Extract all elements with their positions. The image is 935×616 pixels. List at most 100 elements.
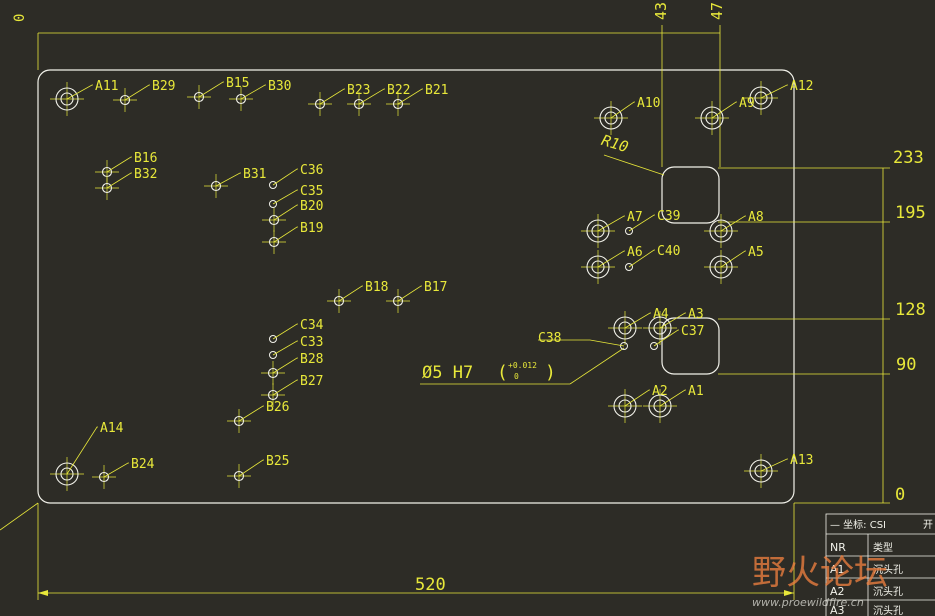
hole-b26: B26 xyxy=(227,400,289,433)
hole-c33: C33 xyxy=(269,335,323,359)
hole-label: B32 xyxy=(134,167,157,182)
hole-a9: A9 xyxy=(695,96,755,135)
hole-label: A8 xyxy=(748,210,764,225)
hole-b23: B23 xyxy=(308,83,370,116)
radius-callout: R10 xyxy=(599,131,665,176)
hole-label: A5 xyxy=(748,245,764,260)
table-row-nr: A3 xyxy=(830,604,845,616)
hole-b18: B18 xyxy=(327,280,388,313)
hole-b27: B27 xyxy=(261,374,323,407)
width-label: 520 xyxy=(415,575,446,595)
table-row-nr: A2 xyxy=(830,585,845,598)
hole-b20: B20 xyxy=(262,199,323,232)
hole-a1: A1 xyxy=(643,384,704,423)
y-128-label: 128 xyxy=(895,300,926,320)
hole-a10: A10 xyxy=(594,96,660,135)
hole-label: A9 xyxy=(739,96,755,111)
hole-b28: B28 xyxy=(261,352,323,385)
width-dimension: 520 xyxy=(37,503,795,600)
hole-a3: A3 xyxy=(643,307,704,345)
table-row-type: 沉头孔 xyxy=(873,604,903,616)
hole-b32: B32 xyxy=(95,167,157,200)
hole-label: B23 xyxy=(347,83,370,98)
hole-label: B16 xyxy=(134,151,157,166)
hole-b19: B19 xyxy=(262,221,323,254)
hole-c39: C39 xyxy=(625,209,680,235)
table-title-suffix: 开 xyxy=(923,520,933,531)
hole-a5: A5 xyxy=(704,245,764,284)
x-47-label: 47 xyxy=(708,2,726,20)
hole-label: C38 xyxy=(538,331,561,346)
watermark-text: 野火论坛 xyxy=(752,553,888,593)
hole-label: A3 xyxy=(688,307,704,322)
hole-label: B28 xyxy=(300,352,323,367)
top-dimension: 0 43 47 xyxy=(12,2,726,167)
hole-label: C35 xyxy=(300,184,323,199)
x-origin-label: 0 xyxy=(12,14,28,22)
hole-a8: A8 xyxy=(704,210,764,248)
hole-b24: B24 xyxy=(92,457,155,489)
hole-label: C36 xyxy=(300,163,323,178)
hole-label: B31 xyxy=(243,167,266,182)
fit-callout: Ø5 H7 ( +0.012 0 ) xyxy=(420,347,625,385)
hole-label: B22 xyxy=(387,83,410,98)
hole-label: B30 xyxy=(268,79,291,94)
hole-b31: B31 xyxy=(204,167,266,198)
hole-a6: A6 xyxy=(581,245,643,284)
hole-b30: B30 xyxy=(229,79,291,111)
hole-label: B24 xyxy=(131,457,155,472)
hole-label: C40 xyxy=(657,244,680,259)
hole-label: B26 xyxy=(266,400,289,415)
hole-b17: B17 xyxy=(386,280,447,313)
lower-slot xyxy=(661,317,720,375)
x-43-label: 43 xyxy=(652,2,670,20)
table-title: — 坐标: CSI xyxy=(830,519,886,531)
hole-c34: C34 xyxy=(269,318,324,343)
y-90-label: 90 xyxy=(896,355,916,375)
part-outline xyxy=(37,69,795,504)
hole-label: B19 xyxy=(300,221,323,236)
fit-label: Ø5 H7 xyxy=(422,363,473,383)
hole-label: B27 xyxy=(300,374,323,389)
right-dimensions: 233 195 128 90 0 xyxy=(718,148,926,505)
table-row-nr: A1 xyxy=(830,563,845,576)
radius-label: R10 xyxy=(599,131,630,156)
hole-label: B15 xyxy=(226,76,249,91)
hole-b21: B21 xyxy=(386,83,448,116)
hole-a11: A11 xyxy=(50,79,118,116)
hole-a13: A13 xyxy=(744,453,813,488)
hole-label: C34 xyxy=(300,318,324,333)
hole-label: A13 xyxy=(790,453,813,468)
hole-label: B20 xyxy=(300,199,323,214)
table-row-type: 沉头孔 xyxy=(873,585,903,598)
hole-a12: A12 xyxy=(744,79,813,115)
hole-label: A12 xyxy=(790,79,813,94)
hole-label: B21 xyxy=(425,83,448,98)
hole-label: B18 xyxy=(365,280,388,295)
hole-c40: C40 xyxy=(625,244,680,271)
hole-label: A10 xyxy=(637,96,660,111)
hole-label: A6 xyxy=(627,245,643,260)
hole-c36: C36 xyxy=(269,163,323,189)
tol-upper: +0.012 xyxy=(508,361,537,370)
hole-c35: C35 xyxy=(269,184,323,208)
table-row-type: 沉头孔 xyxy=(873,563,903,576)
hole-label: C39 xyxy=(657,209,680,224)
upper-slot xyxy=(661,166,720,224)
hole-a7: A7 xyxy=(581,210,643,248)
svg-text:(: ( xyxy=(497,362,508,383)
hole-label: A7 xyxy=(627,210,643,225)
table-header-nr: NR xyxy=(830,541,846,554)
hole-label: A14 xyxy=(100,421,124,436)
hole-a14: A14 xyxy=(50,421,124,491)
hole-b29: B29 xyxy=(113,79,175,112)
table-header-type: 类型 xyxy=(873,541,893,554)
hole-c38: C38 xyxy=(538,331,628,350)
hole-label: A1 xyxy=(688,384,704,399)
hole-label: A11 xyxy=(95,79,118,94)
y-233-label: 233 xyxy=(893,148,924,168)
hole-b22: B22 xyxy=(347,83,410,116)
watermark-url: www.proewildfire.cn xyxy=(752,596,864,609)
